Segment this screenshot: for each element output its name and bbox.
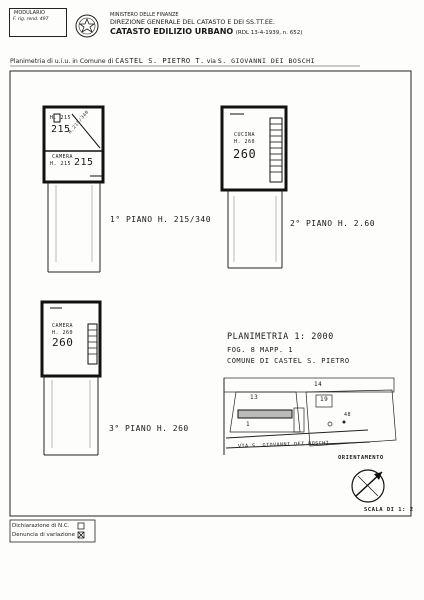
comune-note: COMUNE DI CASTEL S. PIETRO: [227, 357, 350, 365]
plan3-room-code: H. 260: [52, 330, 74, 336]
north-arrow-icon: [351, 469, 385, 503]
plan2-label: 2° PIANO H. 2.60: [290, 219, 376, 228]
plan2-room-name: CUCINA: [234, 132, 256, 138]
ministry-text: MINISTERO DELLE FINANZE: [110, 12, 179, 18]
plan1-room1-value: 215: [51, 124, 71, 135]
plan2-room-code: H. 260: [234, 139, 256, 145]
variazione-checkbox: [77, 531, 85, 539]
comune-name: CASTEL S. PIETRO T.: [115, 57, 205, 65]
planimetria-prefix: Planimetria di u.i.u. in Comune di: [10, 58, 114, 65]
map-number-a: 14: [314, 381, 323, 388]
plan2-room-value: 260: [233, 147, 257, 161]
first-floor-plan: [42, 105, 105, 273]
site-map: [223, 377, 397, 455]
orientamento-label: ORIENTAMENTO: [338, 455, 384, 461]
catasto-title-main: CATASTO EDILIZIO URBANO: [110, 27, 234, 36]
catasto-title: CATASTO EDILIZIO URBANO (RDL 13-4-1939, …: [110, 27, 302, 36]
planimetria-line: Planimetria di u.i.u. in Comune di CASTE…: [10, 57, 315, 65]
map-number-c: 1: [246, 421, 251, 428]
modulario-label: MODULARIO: [14, 10, 45, 16]
direction-text: DIREZIONE GENERALE DEL CATASTO E DEI SS.…: [110, 19, 275, 26]
plan3-room-name: CAMERA: [52, 323, 74, 329]
plan1-room2-name: CAMERA: [52, 154, 74, 160]
plan3-room-value: 260: [52, 336, 74, 349]
plan1-room1-code: H. 215: [50, 115, 72, 121]
scala-label: SCALA DI 1: 2: [364, 507, 414, 513]
republic-emblem-icon: [75, 14, 99, 38]
plan1-room2-value: 215: [74, 157, 94, 168]
third-floor-plan: [40, 300, 102, 456]
plan1-room2-code: H. 215: [50, 161, 72, 167]
fog-mapp-note: FOG. 8 MAPP. 1: [227, 346, 294, 354]
modulario-code: F. rig. rend. 497: [13, 17, 49, 22]
map-number-d: 19: [320, 396, 329, 403]
planimetria-scale-note: PLANIMETRIA 1: 2000: [227, 332, 334, 342]
plan3-label: 3° PIANO H. 260: [109, 424, 189, 433]
via-name: S. GIOVANNI DEI BOSCHI: [217, 57, 315, 65]
law-ref: (RDL 13-4-1939, n. 652): [235, 30, 303, 36]
dichiarazione-label: Dichiarazione di N.C.: [12, 523, 70, 529]
second-floor-plan: [220, 105, 288, 269]
map-number-e: 48: [344, 412, 352, 418]
via-label: via: [206, 58, 216, 65]
plan1-label: 1° PIANO H. 215/340: [110, 215, 212, 224]
denuncia-label: Denuncia di variazione: [12, 532, 75, 538]
modulario-box: MODULARIO F. rig. rend. 497: [9, 8, 67, 37]
nc-checkbox: [77, 522, 85, 530]
map-number-b: 13: [250, 394, 259, 401]
